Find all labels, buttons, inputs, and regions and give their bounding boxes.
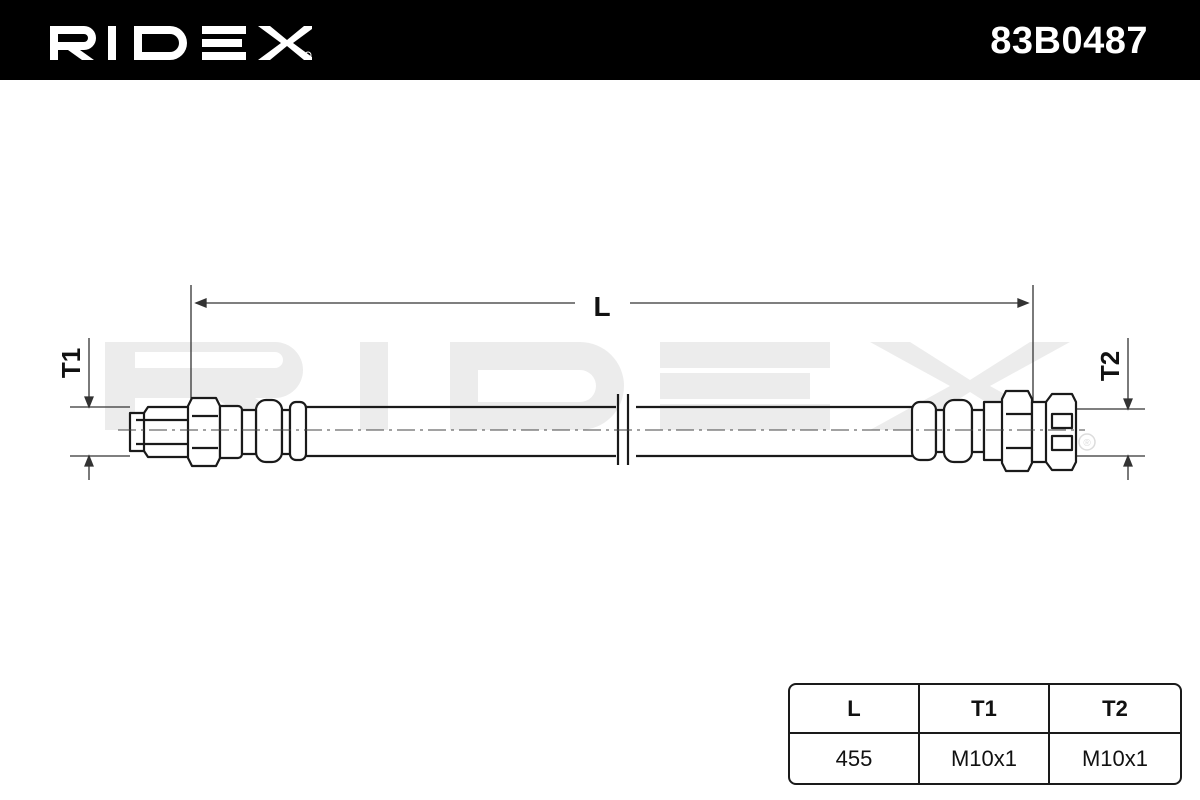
registered-mark: ® <box>1078 433 1096 451</box>
dimension-t2 <box>1075 338 1145 480</box>
header-bar: 83B0487 <box>0 0 1200 80</box>
thread-2-label: T2 <box>1095 351 1125 381</box>
spec-value-thread-1: M10x1 <box>920 734 1050 783</box>
spec-header-thread-1: T1 <box>920 685 1050 734</box>
part-number: 83B0487 <box>990 20 1148 62</box>
brand-logo <box>50 26 312 60</box>
length-label: L <box>593 291 610 322</box>
svg-text:®: ® <box>1083 438 1091 449</box>
brake-hose-drawing: L T1 T2 <box>56 285 1145 480</box>
specification-table: L T1 T2 455 M10x1 M10x1 <box>788 683 1182 785</box>
spec-value-thread-2: M10x1 <box>1081 745 1149 771</box>
dimension-length <box>190 285 1034 410</box>
spec-header-thread-2: T2 <box>1050 685 1180 734</box>
right-fitting <box>910 389 1078 473</box>
spec-header-length: L <box>790 685 920 734</box>
hose-body <box>306 394 916 465</box>
spec-value-length: 455 <box>790 734 920 783</box>
left-fitting <box>128 396 308 468</box>
dimension-t1 <box>70 338 130 480</box>
thread-1-label: T1 <box>56 348 86 378</box>
